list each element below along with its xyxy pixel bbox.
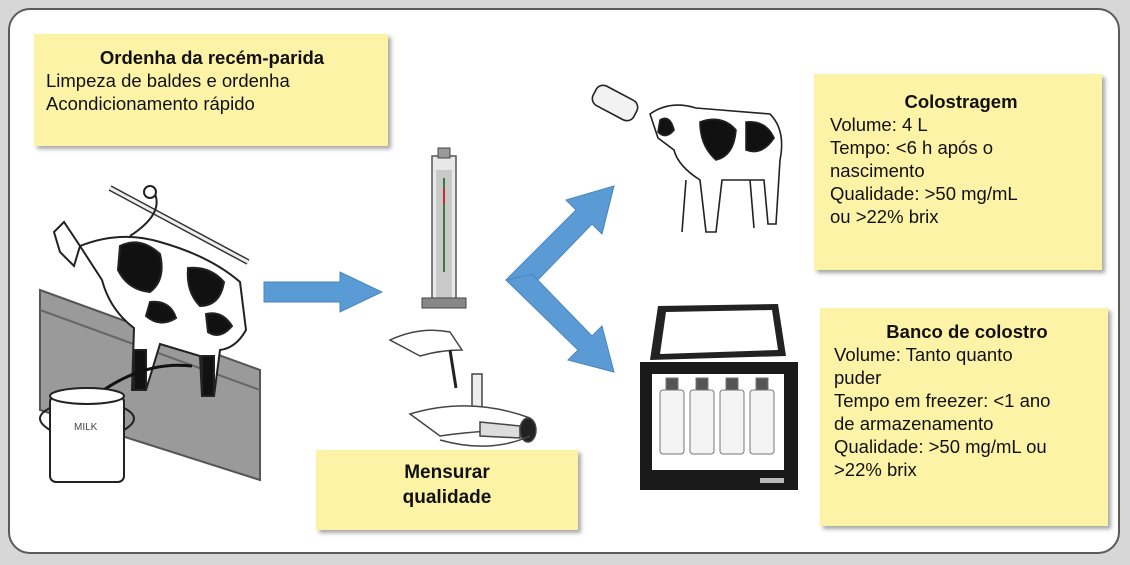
measure-title-line1: Mensurar	[404, 462, 490, 483]
colostrum-feeding-line: Tempo: <6 h após o	[830, 137, 994, 158]
milking-note: Ordenha da recém-parida Limpeza de balde…	[34, 34, 388, 146]
arrow-right	[263, 271, 384, 313]
colostrum-bank-note: Banco de colostro Volume: Tanto quanto p…	[820, 308, 1108, 526]
colostrum-feeding-line: ou >22% brix	[830, 206, 939, 227]
colostrum-bank-line: >22% brix	[834, 459, 917, 480]
colostrum-bank-line: Volume: Tanto quanto	[834, 344, 1013, 365]
illustrations: MILK	[39, 84, 798, 490]
colostrum-bank-title: Banco de colostro	[886, 321, 1048, 342]
colostrum-bank-line: de armazenamento	[834, 413, 994, 434]
colostrum-freezer-illustration	[640, 304, 798, 490]
measure-title-line2: qualidade	[402, 487, 492, 508]
calf-with-bottle-illustration	[591, 84, 783, 233]
milking-cow-illustration	[39, 185, 261, 483]
milking-line: Limpeza de baldes e ordenha	[46, 70, 290, 91]
colostrum-bank-line: puder	[834, 367, 882, 388]
colostrum-feeding-line: Qualidade: >50 mg/mL	[830, 183, 1018, 204]
milking-line: Acondicionamento rápido	[46, 93, 255, 114]
colostrum-feeding-line: nascimento	[830, 160, 925, 181]
milk-can-label: MILK	[74, 422, 98, 433]
colostrum-feeding-title: Colostragem	[904, 91, 1018, 112]
colostrum-feeding-note: Colostragem Volume: 4 L Tempo: <6 h após…	[814, 74, 1102, 270]
colostrum-bank-line: Qualidade: >50 mg/mL ou	[834, 436, 1047, 457]
colostrum-bank-line: Tempo em freezer: <1 ano	[834, 390, 1051, 411]
milking-title: Ordenha da recém-parida	[99, 47, 325, 68]
measure-quality-note: Mensurar qualidade	[316, 450, 578, 530]
refractometer-hands-illustration	[388, 329, 537, 447]
hydrometer-cylinder-illustration	[421, 147, 467, 309]
colostrum-feeding-line: Volume: 4 L	[830, 114, 928, 135]
diagram-panel: MILK	[8, 8, 1120, 554]
fork-arrow	[504, 185, 615, 373]
